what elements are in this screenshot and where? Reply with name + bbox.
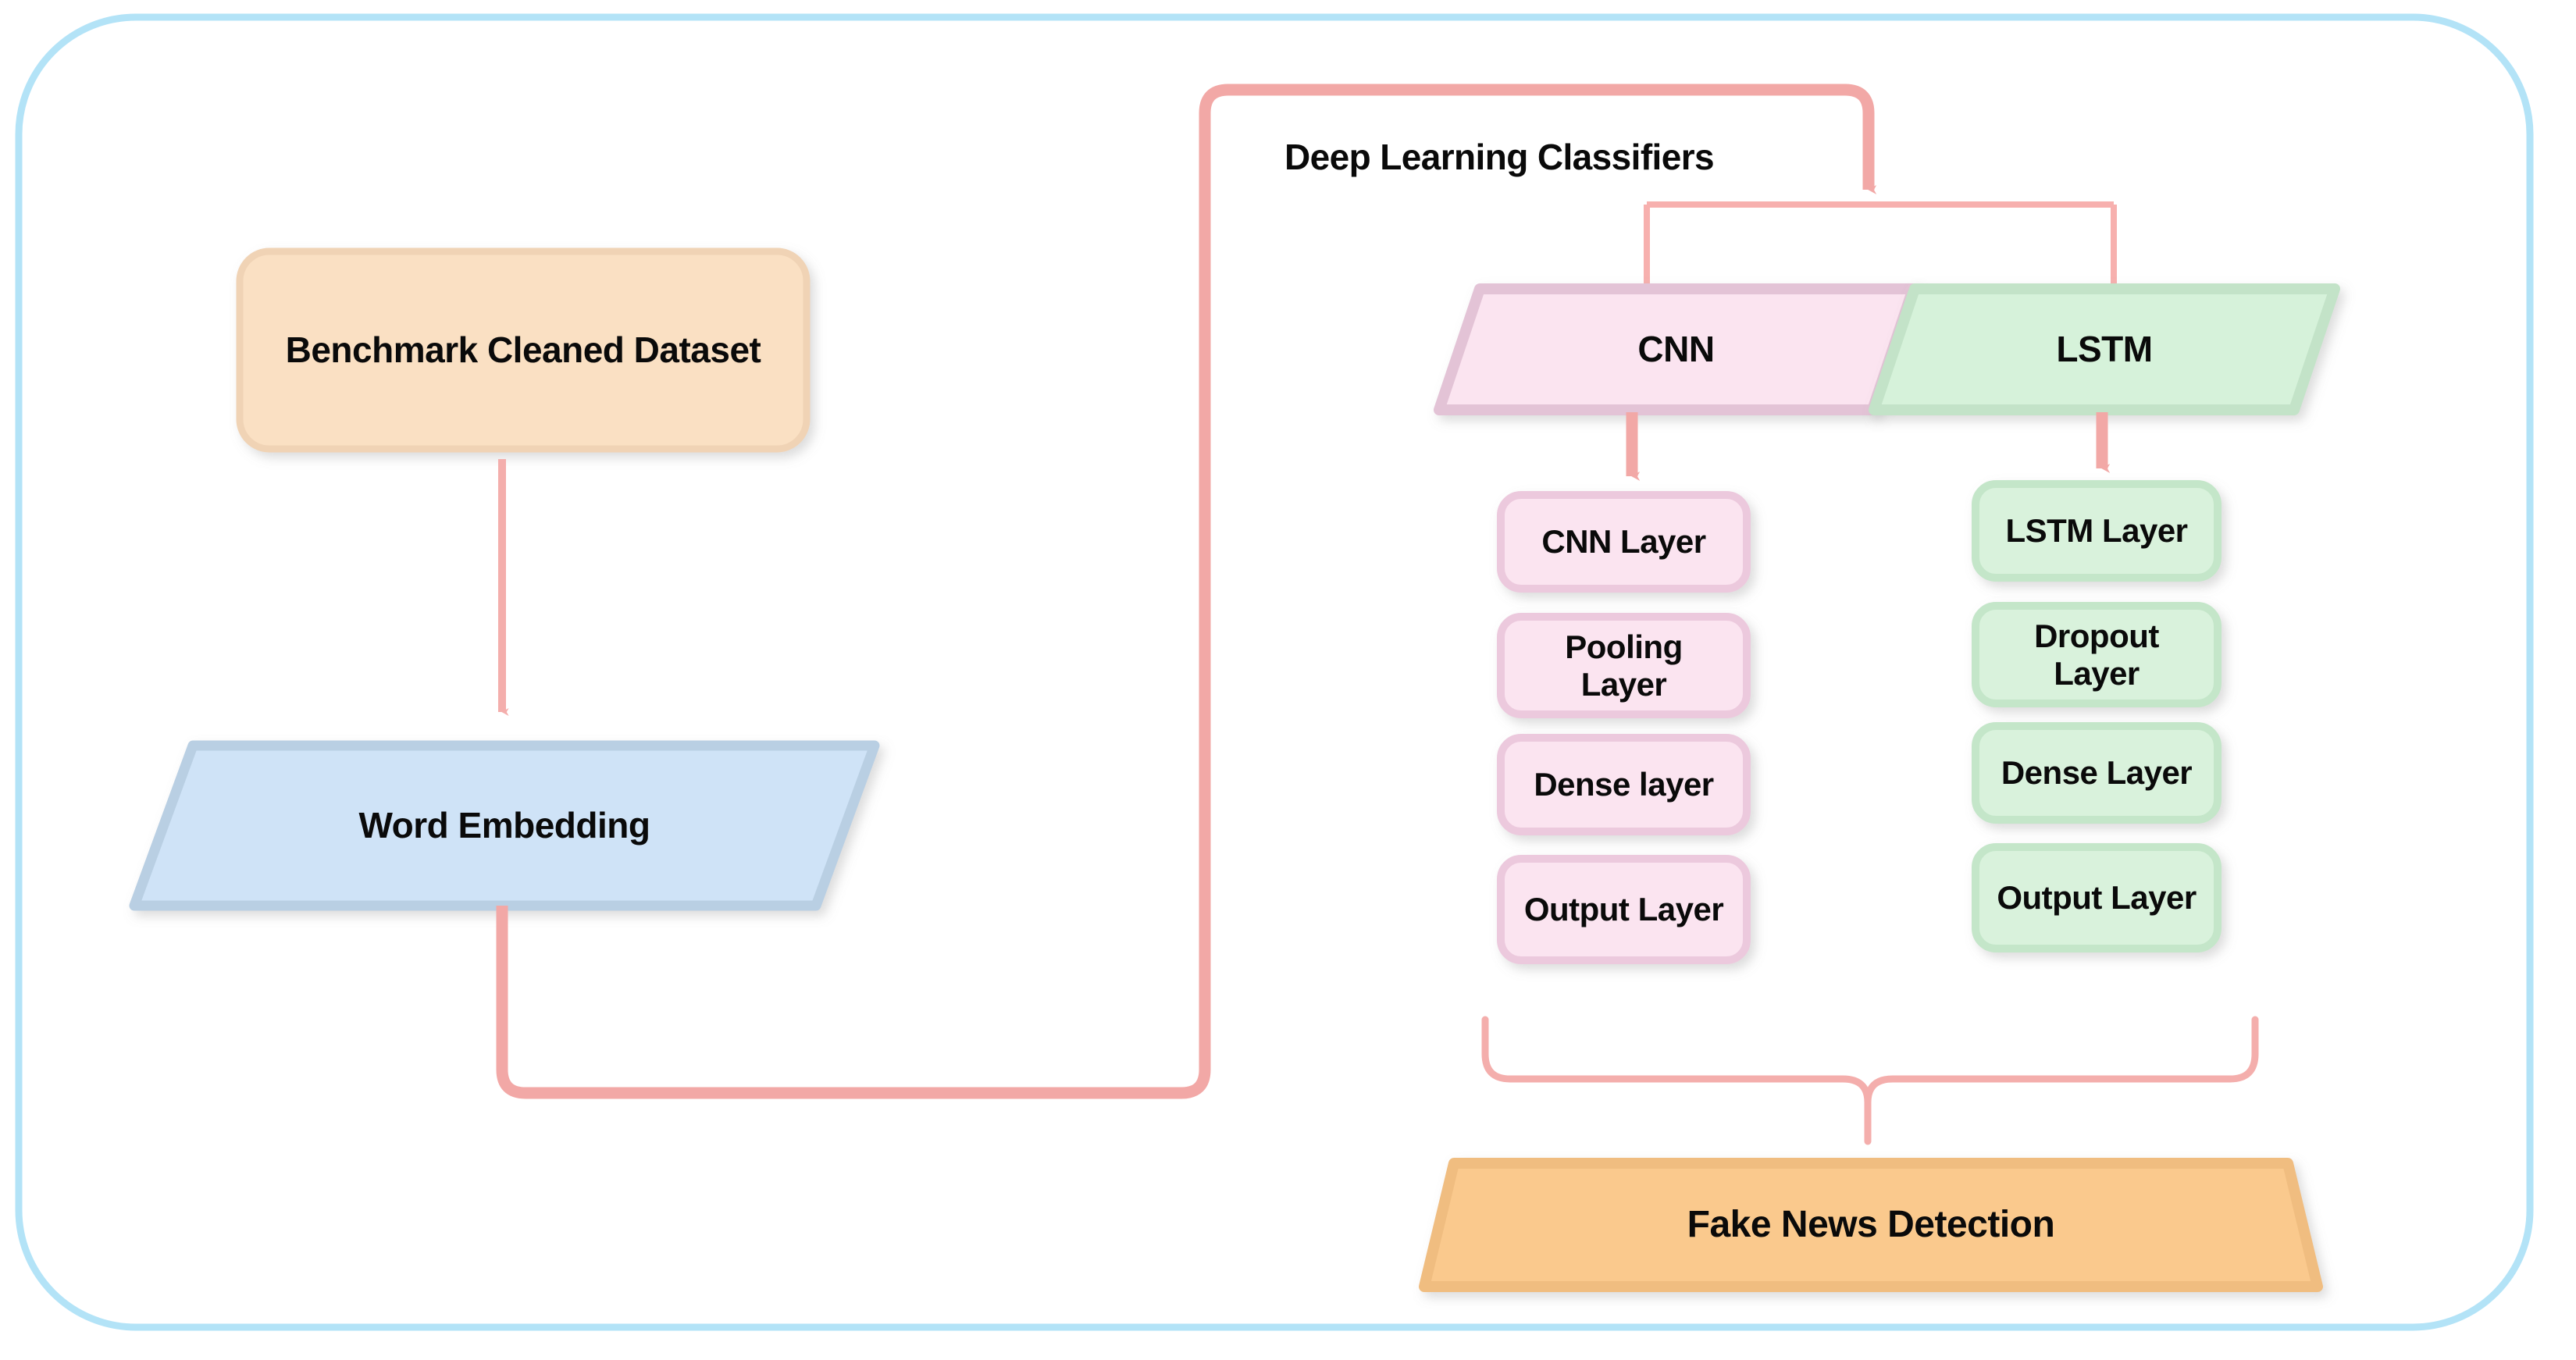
- cnn-layer-box-0[interactable]: [1497, 491, 1751, 593]
- lstm-layer-box-1[interactable]: [1972, 602, 2221, 707]
- cnn-shape[interactable]: [1434, 283, 1919, 415]
- lstm-layer-box-3[interactable]: [1972, 843, 2221, 952]
- lstm-layer-box-2[interactable]: [1972, 722, 2221, 824]
- connector-embedding-to-classifiers: [496, 84, 1877, 1099]
- cnn-layer-box-1[interactable]: [1497, 613, 1751, 718]
- cnn-layer-box-3[interactable]: [1497, 855, 1751, 964]
- page-title: Deep Learning Classifiers: [1284, 137, 1715, 177]
- output-shape[interactable]: [1419, 1158, 2323, 1292]
- cnn-layer-box-2[interactable]: [1497, 734, 1751, 835]
- dataset-shape[interactable]: [236, 247, 811, 453]
- lstm-shape[interactable]: [1869, 283, 2340, 415]
- outer-border: [15, 13, 2534, 1331]
- word-embedding-shape[interactable]: [129, 740, 880, 911]
- lstm-layer-box-0[interactable]: [1972, 480, 2221, 582]
- connector-merge-brace: [1481, 1016, 2259, 1103]
